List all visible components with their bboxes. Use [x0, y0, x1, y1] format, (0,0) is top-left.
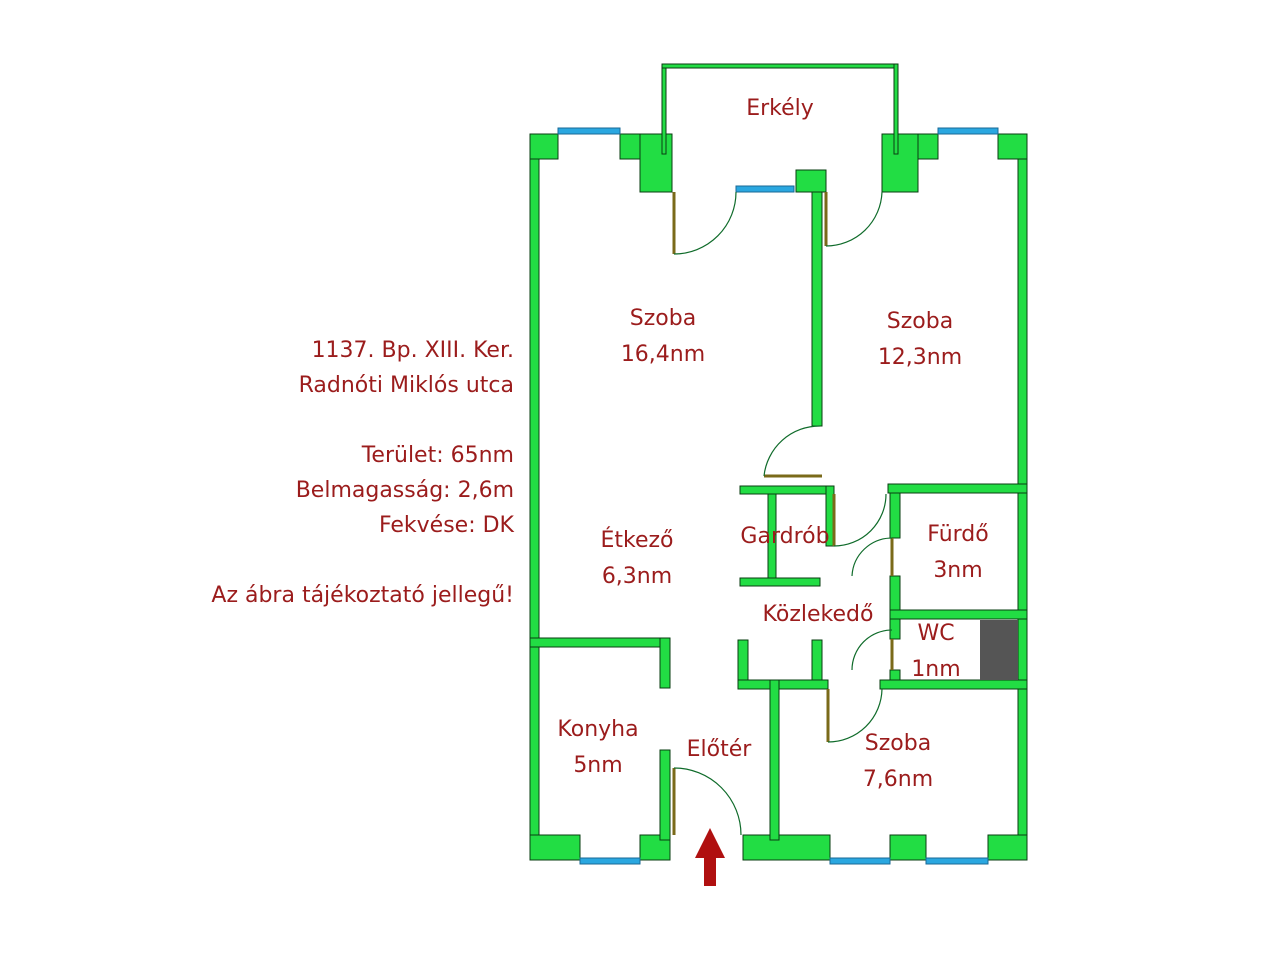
wall-kitchen-right-upper	[659, 637, 671, 689]
door-swing	[825, 191, 883, 247]
wall-bottom-right-c	[987, 834, 1028, 861]
window-balcony	[735, 185, 795, 193]
balcony-rail-right	[893, 63, 899, 155]
wall-top-right-b	[881, 133, 919, 193]
door-swing	[851, 537, 893, 577]
balcony-rail-top	[661, 63, 899, 69]
wall-top-left-a	[529, 133, 559, 160]
toilet-fixture	[980, 620, 1018, 680]
wall-top-right-c	[997, 133, 1028, 160]
room-area-small-room: 7,6nm	[863, 767, 933, 792]
wall-bottom-left	[529, 834, 581, 861]
wall-left	[529, 133, 540, 861]
wall-corridor-bottom	[737, 679, 829, 690]
ceiling-height-text: Belmagasság: 2,6m	[295, 478, 514, 503]
room-label-right-room: Szoba	[887, 309, 953, 334]
door-swing	[851, 629, 893, 671]
room-label-wc: WC	[917, 621, 954, 646]
room-label-small-room: Szoba	[865, 731, 931, 756]
wall-wc-left	[889, 618, 901, 640]
room-area-kitchen: 5nm	[573, 753, 622, 778]
entrance-arrow-icon	[695, 828, 725, 886]
room-label-kitchen: Konyha	[557, 717, 638, 742]
wall-wardrobe-top	[739, 485, 831, 495]
wall-wardrobe-bottom	[739, 577, 821, 587]
room-labels: Erkély Szoba 16,4nm Szoba 12,3nm Étkező …	[557, 96, 988, 792]
door-swing	[763, 425, 821, 477]
room-label-dining: Étkező	[600, 527, 673, 553]
room-label-large-room: Szoba	[630, 306, 696, 331]
room-area-dining: 6,3nm	[602, 564, 672, 589]
wall-pillar	[795, 169, 827, 193]
window-top-left	[557, 127, 621, 135]
window-bottom-kitchen	[579, 857, 641, 865]
room-area-wc: 1nm	[911, 657, 960, 682]
wall-bath-left	[889, 492, 901, 539]
info-block: 1137. Bp. XIII. Ker. Radnóti Miklós utca…	[211, 333, 514, 613]
doors	[672, 191, 894, 836]
balcony-rail-left	[661, 63, 667, 155]
orientation-text: Fekvése: DK	[378, 513, 514, 538]
room-label-hall: Előtér	[687, 737, 753, 762]
door-swing	[827, 688, 883, 743]
wall-right	[1017, 133, 1028, 861]
address-line-2: Radnóti Miklós utca	[298, 373, 514, 398]
room-area-bathroom: 3nm	[933, 558, 982, 583]
wall-bottom-right-a	[742, 834, 831, 861]
door-swing	[833, 493, 887, 547]
window-bottom-room-a	[829, 857, 891, 865]
room-area-right-room: 12,3nm	[878, 345, 962, 370]
window-bottom-room-b	[925, 857, 989, 865]
door-swing	[673, 767, 742, 836]
wall-bottom-right-b	[889, 834, 927, 861]
room-label-wardrobe: Gardrób	[740, 524, 829, 549]
wall-right-room-bottom	[887, 483, 1028, 494]
room-label-corridor: Közlekedő	[763, 602, 874, 627]
door-swing	[673, 191, 737, 255]
area-text: Terület: 65nm	[361, 443, 514, 468]
room-label-bathroom: Fürdő	[927, 522, 988, 547]
address-line-1: 1137. Bp. XIII. Ker.	[311, 338, 514, 363]
wall-top-left-c	[639, 133, 673, 193]
wall-partition-vertical	[811, 191, 823, 427]
disclaimer-text: Az ábra tájékoztató jellegű!	[211, 583, 514, 608]
wall-kitchen-top	[529, 637, 671, 648]
wall-bath-bottom	[889, 609, 1028, 620]
window-top-right	[937, 127, 999, 135]
walls	[529, 63, 1028, 861]
room-area-large-room: 16,4nm	[621, 342, 705, 367]
wall-small-room-left	[769, 679, 780, 841]
wall-wc-bottom	[879, 679, 1028, 690]
wall-kitchen-right-lower	[659, 749, 671, 841]
windows	[557, 127, 999, 865]
room-label-balcony: Erkély	[746, 96, 814, 121]
wall-bottom-mid	[639, 834, 671, 861]
